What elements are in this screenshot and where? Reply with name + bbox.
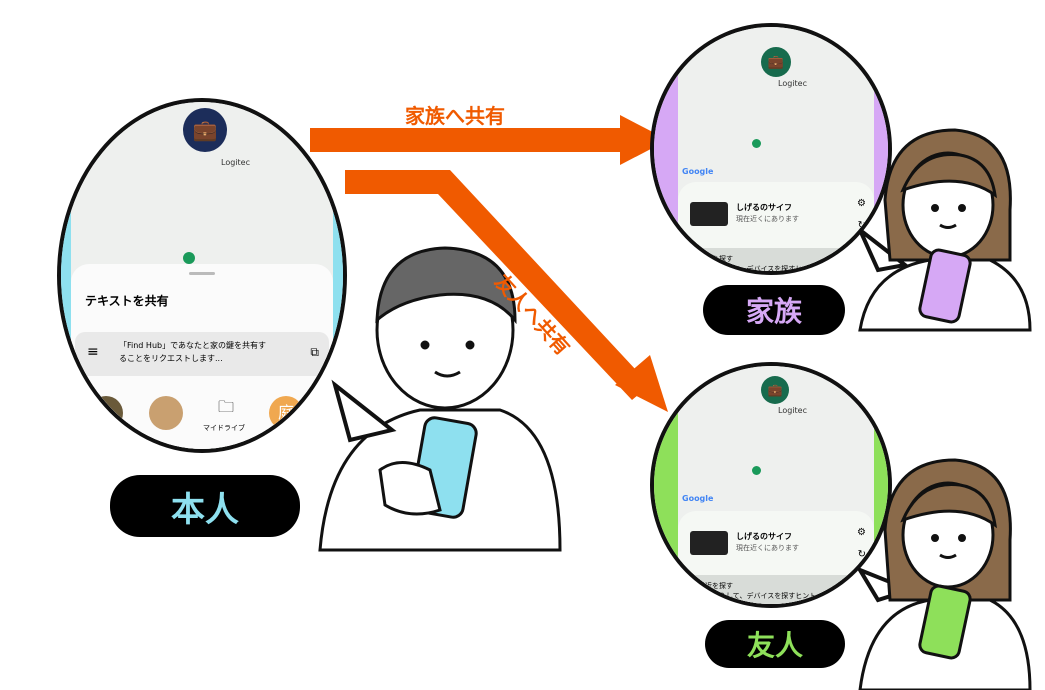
find-nearby-title: 付近を探す — [698, 582, 733, 590]
share-target-label: マイドライブ — [203, 424, 245, 432]
find-nearby-title: 付近を探す — [698, 255, 733, 263]
place-pin-icon — [183, 252, 195, 264]
share-target-contact[interactable] — [329, 396, 343, 430]
settings-gear-icon[interactable]: ⚙ — [857, 527, 866, 538]
device-name[interactable]: しげるのサイフ — [736, 532, 792, 541]
copy-icon[interactable]: ⧉ — [310, 345, 319, 359]
wallet-tracker-image — [690, 202, 728, 226]
friend-screen-bubble: 💼 Logitec Google しげるのサイフ 現在近くにあります ⚙ ↻ 付… — [650, 362, 892, 608]
map-label: Logitec — [221, 158, 250, 167]
share-target-contact[interactable]: 庭 — [269, 396, 303, 430]
device-status: 現在近くにあります — [736, 544, 799, 552]
woman-friend-illustration — [858, 458, 1032, 690]
share-text-preview: ≡ 「Find Hub」であなたと家の鍵を共有することをリクエストします... … — [75, 332, 329, 376]
device-sheet: しげるのサイフ 現在近くにあります ⚙ ↻ 付近を探す 音を鳴らして、デバイスを… — [678, 511, 874, 604]
drag-handle[interactable] — [189, 272, 215, 275]
find-nearby-desc: 音を鳴らして、デバイスを探すヒント — [698, 592, 817, 600]
map-label: Logitec — [778, 406, 807, 415]
woman-family-illustration — [858, 128, 1032, 332]
briefcase-pin-icon[interactable]: 💼 — [761, 47, 791, 77]
arrow-to-family — [310, 115, 668, 165]
wallet-tracker-image — [690, 531, 728, 555]
share-targets: 🗀 マイドライブ 庭 — [89, 396, 343, 433]
share-sheet-title: テキストを共有 — [85, 294, 169, 308]
share-target-contact[interactable] — [149, 396, 183, 430]
place-pin-icon — [752, 466, 761, 475]
share-target-my-drive[interactable]: 🗀 マイドライブ — [203, 396, 245, 433]
share-sheet: テキストを共有 ≡ 「Find Hub」であなたと家の鍵を共有することをリクエス… — [71, 264, 343, 449]
map-label: Logitec — [778, 79, 807, 88]
refresh-icon[interactable]: ↻ — [857, 549, 866, 560]
device-name[interactable]: しげるのサイフ — [736, 203, 792, 212]
find-nearby-card[interactable]: 付近を探す 音を鳴らして、デバイスを探すヒント — [678, 575, 874, 604]
place-pin-icon — [752, 139, 761, 148]
family-screen-bubble: 💼 Logitec Google しげるのサイフ 現在近くにあります ⚙ ↻ 付… — [650, 23, 892, 275]
settings-gear-icon[interactable]: ⚙ — [857, 198, 866, 209]
share-target-contact[interactable] — [89, 396, 123, 430]
refresh-icon[interactable]: ↻ — [857, 220, 866, 231]
find-nearby-card[interactable]: 付近を探す 音を鳴らして、デバイスを探すヒント — [678, 248, 874, 271]
text-lines-icon: ≡ — [87, 344, 99, 360]
device-sheet: しげるのサイフ 現在近くにあります ⚙ ↻ 付近を探す 音を鳴らして、デバイスを… — [678, 182, 874, 271]
briefcase-pin-icon[interactable]: 💼 — [761, 376, 789, 404]
share-to-family-label: 家族へ共有 — [405, 104, 505, 128]
self-label: 本人 — [110, 475, 300, 537]
google-logo: Google — [682, 167, 714, 176]
folder-drive-icon: 🗀 — [217, 397, 234, 416]
bubble-tail — [331, 379, 397, 443]
friend-label: 友人 — [705, 620, 845, 668]
briefcase-pin-icon[interactable]: 💼 — [183, 108, 227, 152]
man-illustration — [318, 246, 562, 552]
find-nearby-desc: 音を鳴らして、デバイスを探すヒント — [698, 265, 817, 273]
device-status: 現在近くにあります — [736, 215, 799, 223]
self-screen-bubble: 💼 Logitec テキストを共有 ≡ 「Find Hub」であなたと家の鍵を共… — [57, 98, 347, 453]
google-logo: Google — [682, 494, 714, 503]
share-text: 「Find Hub」であなたと家の鍵を共有することをリクエストします... — [119, 341, 267, 363]
family-label: 家族 — [703, 285, 845, 335]
